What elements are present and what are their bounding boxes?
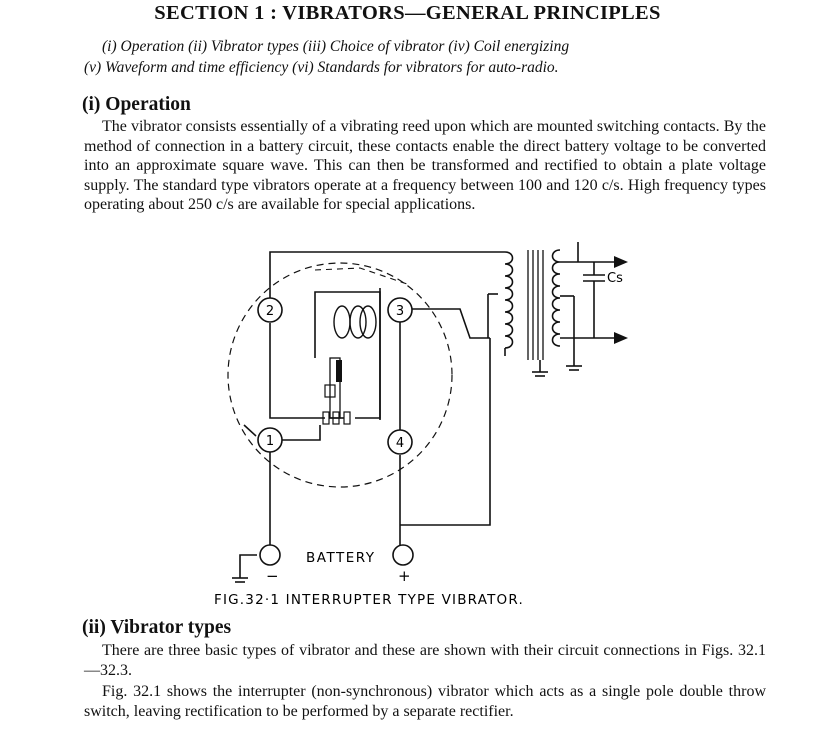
heading-vibrator-types: (ii) Vibrator types: [82, 617, 232, 638]
svg-text:3: 3: [396, 304, 404, 319]
terminal-4: 4: [387, 429, 413, 455]
section-contents: (i) Operation (ii) Vibrator types (iii) …: [84, 36, 768, 78]
coil-frame: [314, 291, 381, 420]
wire-terminal-3: [410, 308, 490, 339]
svg-text:1: 1: [266, 434, 274, 449]
battery-negative-terminal: [259, 544, 281, 566]
contents-line-1: (i) Operation (ii) Vibrator types (iii) …: [102, 38, 570, 55]
figure-interrupter-vibrator: 2 3 1 4 Cs BATTERY − + FIG.32·1 INTERRUP…: [214, 242, 628, 608]
section-title: SECTION 1 : VIBRATORS—GENERAL PRINCIPLES: [154, 2, 661, 24]
paragraph-operation: The vibrator consists essentially of a v…: [84, 118, 766, 214]
minus-sign: −: [266, 567, 279, 585]
heading-operation: (i) Operation: [82, 94, 191, 115]
battery-label: BATTERY: [306, 550, 376, 566]
transformer-secondary: [551, 249, 561, 347]
capacitor-label: Cs: [607, 271, 623, 286]
terminal-2: 2: [257, 297, 283, 323]
figure-caption: FIG.32·1 INTERRUPTER TYPE VIBRATOR.: [214, 592, 524, 608]
paragraph-vibrator-types-2: Fig. 32.1 shows the interrupter (non-syn…: [84, 683, 766, 720]
wire-primary-top: [269, 251, 505, 298]
vibrator-enclosure: [227, 262, 453, 488]
paragraph-vibrator-types-1: There are three basic types of vibrator …: [84, 642, 766, 679]
battery-positive-terminal: [392, 544, 414, 566]
svg-text:2: 2: [266, 304, 274, 319]
reed-magnet: [336, 360, 342, 382]
plus-sign: +: [398, 567, 411, 585]
terminal-3: 3: [387, 297, 413, 323]
transformer-primary: [504, 251, 514, 349]
contents-line-2: (v) Waveform and time efficiency (vi) St…: [84, 59, 559, 76]
svg-text:4: 4: [396, 436, 404, 451]
terminal-1: 1: [257, 427, 283, 453]
